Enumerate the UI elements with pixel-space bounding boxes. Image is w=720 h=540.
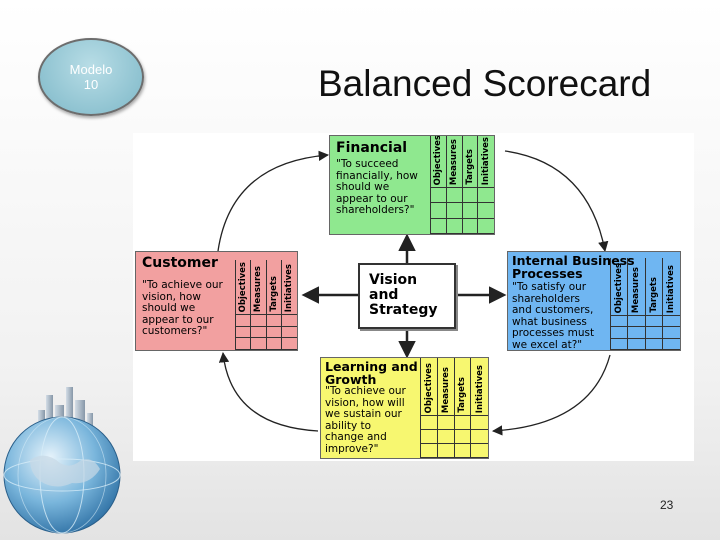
cycle-arrow-customer-to-financial [217,150,330,252]
grid-header: Objectives [431,136,447,188]
grid-header: Initiatives [662,258,680,316]
vision-line-1: Vision [369,272,418,288]
cycle-arrow-internal-to-learning [491,354,611,436]
grid-header: Initiatives [471,358,488,416]
grid-header: Objectives [611,258,629,316]
grid-header: Targets [454,358,472,416]
badge-line-1: Modelo [69,62,113,77]
customer-perspective-box: Customer "To achieve our vision, how sho… [135,251,298,351]
internal-grid: Objectives Measures Targets Initiatives [610,258,680,350]
grid-header: Targets [266,260,282,315]
grid-header: Objectives [421,358,438,416]
customer-question: "To achieve our vision, how should we ap… [142,279,223,337]
financial-grid: Objectives Measures Targets Initiatives [430,136,494,234]
learning-title: Learning and Growth [325,359,418,387]
vision-line-3: Strategy [369,302,438,318]
grid-header: Initiatives [478,136,494,188]
internal-question: "To satisfy our shareholders and custome… [512,281,595,351]
grid-header: Measures [446,136,463,188]
grid-header: Objectives [236,260,252,315]
customer-title: Customer [142,255,218,271]
internal-title: Internal Business Processes [512,253,635,281]
financial-perspective-box: Financial "To succeed financially, how s… [329,135,495,235]
customer-grid: Objectives Measures Targets Initiatives [235,260,297,350]
grid-header: Targets [645,258,663,316]
cycle-arrow-financial-to-internal [504,150,609,253]
slide-title: Balanced Scorecard [318,63,652,104]
internal-process-box: Internal Business Processes "To satisfy … [507,251,681,351]
diagram-connectors [217,150,611,436]
globe-city-icon [3,387,121,534]
cycle-arrow-learning-to-customer [218,351,319,432]
model-badge: Modelo 10 [38,38,144,116]
badge-line-2: 10 [83,77,99,92]
financial-question: "To succeed financially, how should we a… [336,158,418,216]
learning-growth-box: Learning and Growth "To achieve our visi… [320,357,489,459]
grid-header: Measures [251,260,267,315]
vision-line-2: and [369,287,399,303]
grid-header: Measures [437,358,455,416]
page-number: 23 [660,498,674,512]
grid-header: Measures [628,258,646,316]
learning-grid: Objectives Measures Targets Initiatives [420,358,488,458]
financial-title: Financial [336,140,408,156]
balanced-scorecard-diagram: Financial "To succeed financially, how s… [133,133,694,461]
grid-header: Initiatives [281,260,297,315]
vision-strategy-box: Vision and Strategy [358,263,456,329]
learning-question: "To achieve our vision, how will we sust… [325,385,406,455]
grid-header: Targets [462,136,479,188]
